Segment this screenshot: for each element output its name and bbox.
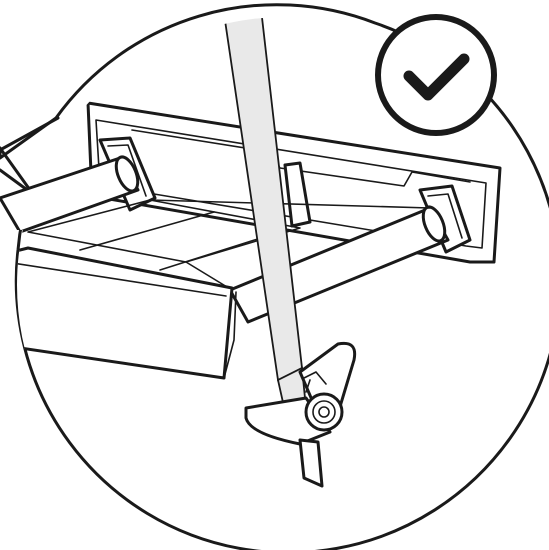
- strap-tensioner: [244, 341, 357, 488]
- shelf-front-panel: [0, 246, 237, 380]
- bracket-middle: [283, 161, 312, 228]
- check-icon: [403, 53, 470, 101]
- check-badge: [375, 14, 497, 136]
